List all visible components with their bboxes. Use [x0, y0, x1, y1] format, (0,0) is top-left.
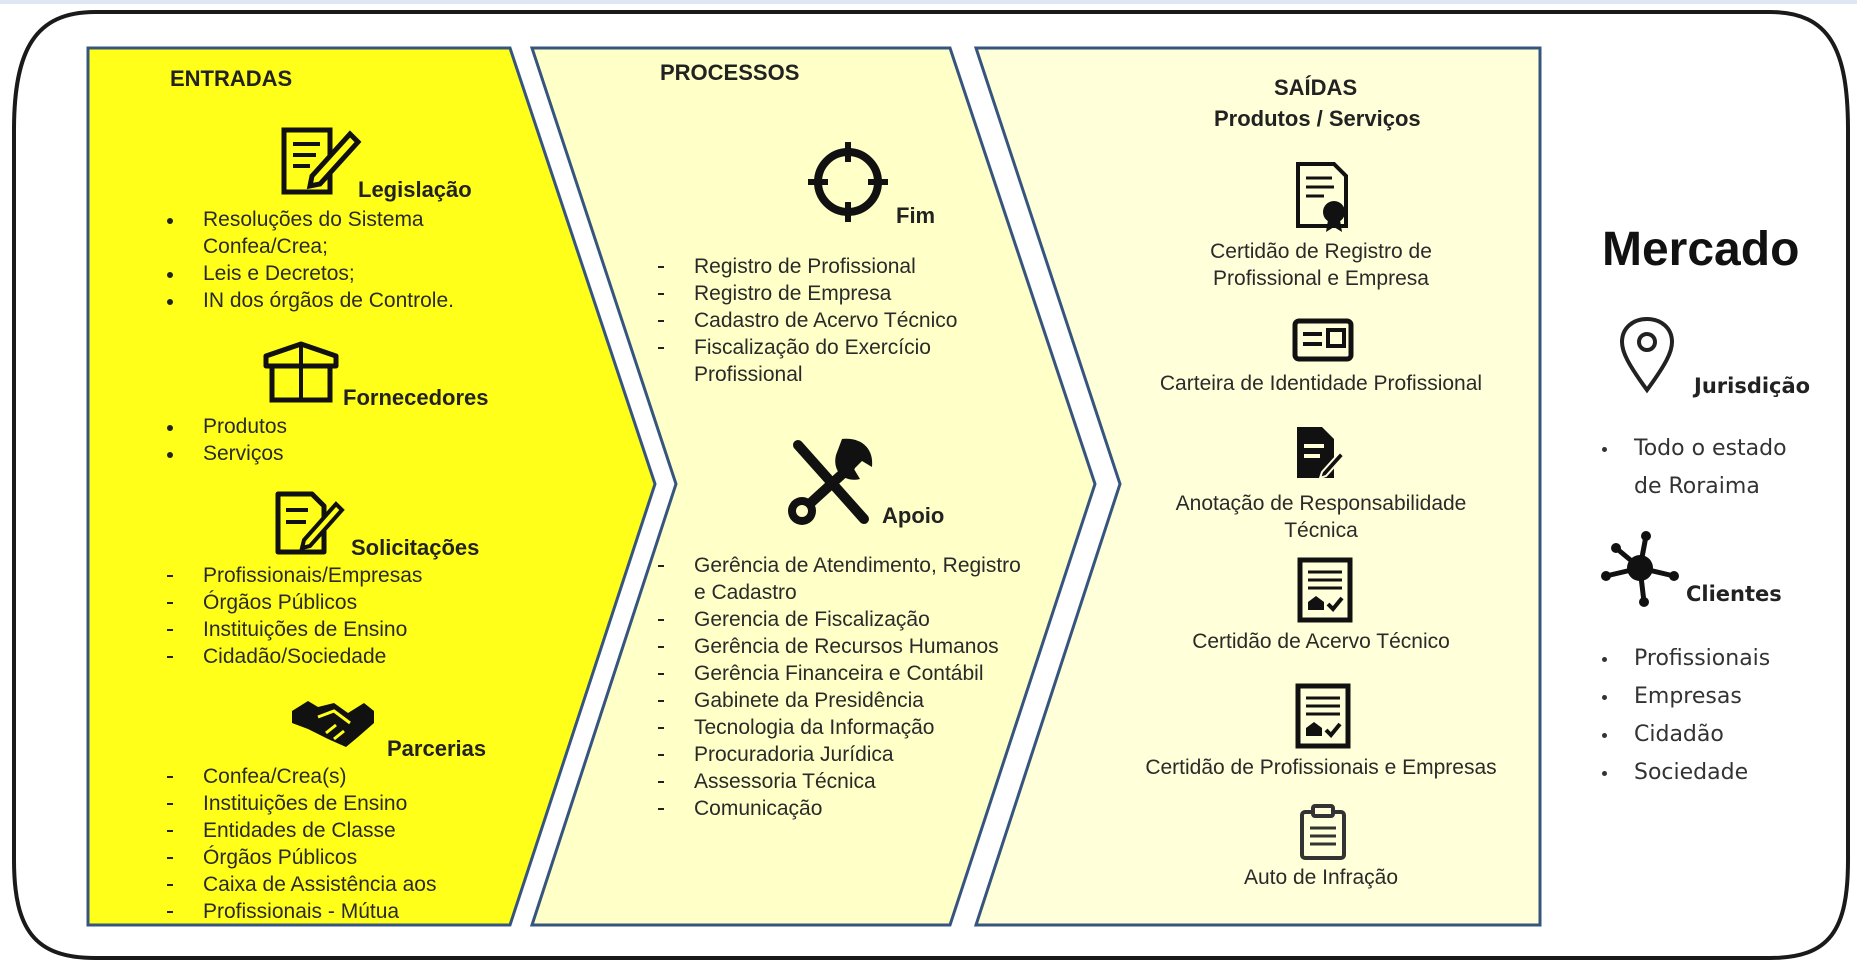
list-item: Cidadão/Sociedade [166, 643, 422, 670]
clientes-label: Clientes [1686, 582, 1782, 606]
list-item: Entidades de Classe [166, 817, 436, 844]
list-item: IN dos órgãos de Controle. [167, 289, 454, 312]
entradas-title: ENTRADAS [170, 66, 293, 91]
list-item: Empresas [1601, 678, 1770, 716]
list-item: Instituições de Ensino [166, 790, 436, 817]
list-item: Instituições de Ensino [166, 616, 422, 643]
clientes-list: Profissionais Empresas Cidadão Sociedade [1601, 640, 1770, 792]
clipboard-icon [1300, 804, 1346, 860]
parcerias-label: Parcerias [387, 736, 487, 761]
list-item: Assessoria Técnica [658, 768, 1021, 795]
list-item: Sociedade [1601, 754, 1770, 792]
legislacao-list: Resoluções do Sistema Confea/Crea; Leis … [167, 206, 454, 314]
legislacao-label: Legislação [358, 177, 472, 202]
id-card-icon [1292, 318, 1354, 362]
list-item: Serviços [166, 440, 287, 467]
list-item: Gerencia de Fiscalização [658, 606, 1021, 633]
processos-title: PROCESSOS [660, 60, 800, 85]
house-document-icon [1297, 557, 1353, 623]
list-item: Cadastro de Acervo Técnico [657, 309, 958, 332]
saida-item-label: Certidão de Registro de [1210, 240, 1432, 263]
saida-item-label: Profissional e Empresa [1213, 267, 1429, 290]
list-item: Gerência de Atendimento, Registro [658, 554, 1021, 577]
saida-item-5: Certidão de Profissionais e Empresas [1106, 754, 1536, 781]
list-item: Produtos [166, 415, 288, 438]
list-item: Gerência de Recursos Humanos [658, 633, 1021, 660]
solicitacoes-label: Solicitações [351, 535, 480, 560]
saida-item-label: Técnica [1284, 519, 1358, 542]
jurisdicao-label: Jurisdição [1694, 374, 1811, 398]
saidas-panel [973, 46, 1542, 927]
list-item: Cidadão [1601, 716, 1770, 754]
fornecedores-label: Fornecedores [343, 385, 489, 410]
apoio-list: Gerência de Atendimento, Registro e Cada… [658, 552, 1021, 822]
saida-item-label: Anotação de Responsabilidade [1175, 492, 1467, 515]
list-item: Fiscalização do Exercício [657, 334, 957, 361]
target-icon [808, 142, 888, 222]
solicitacoes-list: Profissionais/Empresas Órgãos Públicos I… [166, 562, 423, 670]
list-item: Resoluções do Sistema [167, 206, 454, 233]
list-item: Órgãos Públicos [166, 589, 422, 616]
list-item: Profissionais - Mútua [166, 898, 436, 925]
saida-item-label: Certidão de Acervo Técnico [1192, 630, 1450, 653]
list-item: Confea/Crea(s) [166, 763, 436, 790]
list-item: Registro de Profissional [657, 253, 957, 280]
list-item: Profissionais/Empresas [166, 564, 423, 587]
list-item: de Roraima [1634, 474, 1760, 499]
list-item: Profissional [694, 363, 803, 386]
fim-list: Registro de Profissional Registro de Emp… [657, 253, 958, 388]
list-item: Registro de Empresa [657, 280, 957, 307]
tools-icon [788, 438, 873, 525]
signed-document-icon [1297, 427, 1346, 480]
saida-item-6: Auto de Infração [1166, 864, 1476, 891]
list-item: Caixa de Assistência aos [166, 873, 437, 896]
handshake-icon [292, 701, 374, 747]
saidas-title: SAÍDAS [1274, 75, 1358, 100]
saidas-subtitle: Produtos / Serviços [1214, 106, 1421, 131]
list-item: e Cadastro [694, 581, 797, 604]
certificate-icon [1296, 162, 1348, 232]
document-pen-icon [281, 127, 362, 195]
top-edge-line [0, 0, 1857, 4]
network-icon [1601, 531, 1679, 607]
saida-item-label: Auto de Infração [1243, 866, 1399, 889]
list-item: Confea/Crea; [203, 235, 328, 258]
saida-item-label: Carteira de Identidade Profissional [1159, 372, 1483, 395]
location-pin-icon [1619, 316, 1675, 394]
list-item: Órgãos Públicos [166, 844, 436, 871]
house-document-icon [1295, 683, 1351, 749]
saida-item-4: Certidão de Acervo Técnico [1146, 628, 1496, 655]
mercado-title: Mercado [1602, 223, 1800, 276]
saida-item-2: Carteira de Identidade Profissional [1126, 370, 1516, 397]
saida-item-label: Certidão de Profissionais e Empresas [1145, 756, 1497, 779]
fornecedores-list: Produtos Serviços [166, 413, 288, 467]
list-item: Comunicação [658, 795, 1021, 822]
list-item: Gerência Financeira e Contábil [658, 660, 1021, 687]
list-item: Tecnologia da Informação [658, 714, 1021, 741]
request-form-icon [275, 491, 345, 555]
box-icon [263, 341, 339, 403]
apoio-label: Apoio [882, 503, 945, 528]
saida-item-1: Certidão de Registro de Profissional e E… [1166, 238, 1476, 292]
list-item: Procuradoria Jurídica [658, 741, 1021, 768]
list-item: Profissionais [1601, 640, 1770, 678]
saida-item-3: Anotação de Responsabilidade Técnica [1146, 490, 1496, 544]
list-item: Leis e Decretos; [167, 260, 454, 287]
list-item: Todo o estado [1602, 430, 1787, 468]
jurisdicao-list: Todo o estado de Roraima [1602, 430, 1787, 506]
list-item: Gabinete da Presidência [658, 687, 1021, 714]
fim-label: Fim [896, 203, 936, 228]
parcerias-list: Confea/Crea(s) Instituições de Ensino En… [166, 763, 437, 925]
